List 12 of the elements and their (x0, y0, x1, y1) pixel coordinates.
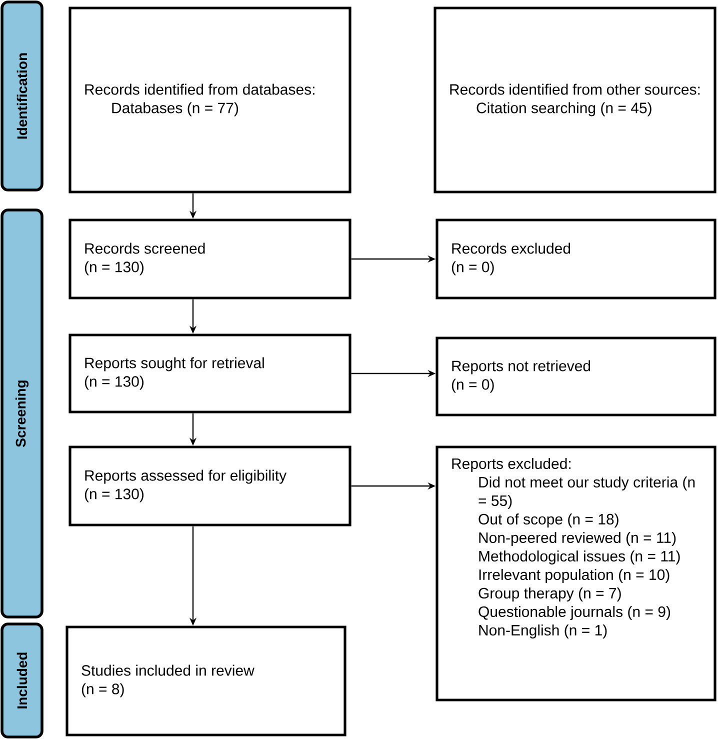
stage-band: Included (0, 622, 44, 738)
stage-band: Identification (0, 0, 44, 192)
process-box: Reports excluded: Did not meet our study criteria (n = 55) Out of scope (n = 18) Non-peered reviewed (n = 11) Methodological issues (n = 11) Irrelevant population (n = 10) Group therapy (n = 7) Questionable journals (n = 9) Non-English (n = 1) (436, 446, 716, 702)
process-box: Reports assessed for eligibility (n = 130) (68, 446, 352, 526)
process-box: Records screened (n = 130) (68, 218, 352, 300)
process-box: Records identified from other sources: Citation searching (n = 45) (434, 6, 716, 194)
stage-band: Screening (0, 208, 44, 618)
process-box: Records identified from databases: Databases (n = 77) (68, 6, 352, 194)
process-box: Studies included in review (n = 8) (66, 626, 346, 736)
process-box: Records excluded (n = 0) (436, 218, 716, 300)
process-box: Reports sought for retrieval (n = 130) (68, 334, 352, 414)
process-box: Reports not retrieved (n = 0) (436, 336, 716, 416)
